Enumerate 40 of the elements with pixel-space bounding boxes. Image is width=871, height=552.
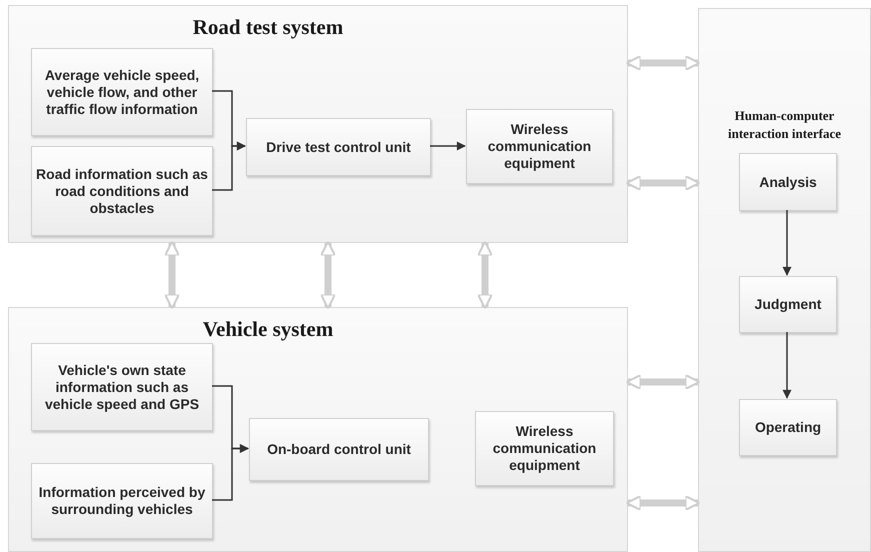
box-label: Wireless communication equipment (492, 423, 598, 474)
arrow (430, 142, 466, 150)
system-panel (698, 8, 871, 552)
double-arrow (164, 240, 180, 310)
process-box (466, 109, 613, 184)
process-box (246, 118, 431, 176)
box-label: Average vehicle speed, vehicle flow, and other traffic flow information (44, 66, 200, 118)
double-arrow (626, 174, 700, 192)
double-arrow (476, 240, 494, 310)
system-panel (8, 5, 628, 243)
panel-heading: Vehicle system (202, 316, 334, 342)
arrow (212, 142, 246, 191)
panel-heading: Road test system (192, 14, 344, 40)
process-box (31, 463, 213, 539)
box-label: Information perceived by surrounding vehicles (38, 484, 206, 518)
box-label: On-board control unit (266, 441, 412, 458)
double-arrow (626, 374, 700, 390)
box-label: Road information such as road conditions and obstacles (35, 166, 209, 216)
process-box (475, 411, 614, 486)
process-box (31, 343, 213, 431)
box-label: Vehicle's own state information such as vehicle speed and GPS (44, 362, 200, 412)
box-label: Operating (754, 419, 822, 436)
process-box (31, 146, 213, 236)
box-label: Drive test control unit (265, 138, 412, 156)
arrow (212, 444, 249, 501)
double-arrow (626, 494, 700, 512)
system-panel (8, 307, 628, 552)
box-label: Analysis (758, 174, 818, 190)
process-box (739, 153, 837, 211)
arrow (782, 210, 792, 276)
box-label: Wireless communication equipment (486, 121, 592, 172)
panel-heading: Human-computer interaction interface (727, 107, 842, 143)
process-box (31, 48, 213, 136)
process-box (739, 276, 837, 333)
double-arrow (626, 54, 700, 72)
process-box (739, 399, 837, 456)
box-label: Judgment (754, 296, 822, 313)
process-box (249, 418, 429, 481)
double-arrow (320, 240, 336, 310)
arrow (782, 332, 792, 399)
